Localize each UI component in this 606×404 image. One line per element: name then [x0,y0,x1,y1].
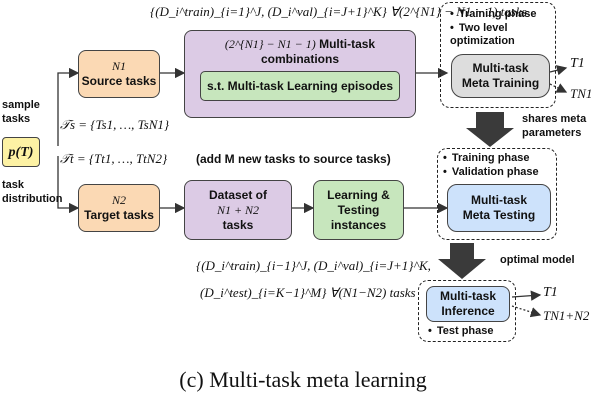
bottom-formula-line-1: {(D_i^train)_{i−1}^J, (D_i^val)_{i=J+1}^… [196,258,431,273]
big-arrow-shares [466,112,514,147]
meta-training-line-2: Meta Training [461,76,540,90]
learning-line-3: instances [330,217,387,232]
task-distribution-label: task distribution [2,179,63,205]
inference-line-1: Multi-task [439,289,496,303]
arrow-pt-to-source [57,67,80,146]
dataset-line-1: Dataset of [208,187,267,202]
meta-training-line-1: Multi-task [472,61,529,75]
arrow-train-out-2 [549,83,568,93]
source-task-set: 𝒯s = {Ts1, …, TsN1} [60,117,170,132]
inf-output-first: T1 [543,285,558,300]
testing-bullet-1: Training phase [443,152,530,164]
mtl-episodes-label: s.t. Multi-task Learning episodes [206,78,394,93]
testing-bullet-2: Validation phase [443,166,539,178]
inference-panel [418,280,516,342]
meta-testing-box: Multi-task Meta Testing [447,184,551,232]
add-tasks-note: (add M new tasks to source tasks) [196,152,391,166]
mtl-episodes-box: s.t. Multi-task Learning episodes [200,71,400,101]
source-label: Source tasks [81,74,157,88]
learning-line-1: Learning & [327,187,390,202]
arrow-train-out-1 [549,65,568,76]
combinations-label-1: Multi-task [319,37,376,51]
learning-testing-box: Learning & Testing instances [313,180,404,240]
big-arrow-optimal [438,243,486,279]
target-task-set: 𝒯t = {Tt1, …, TtN2} [60,151,168,166]
testing-panel [437,148,557,240]
meta-testing-line-1: Multi-task [470,193,527,207]
meta-testing-line-2: Meta Testing [462,208,536,222]
target-tasks-box: N2 Target tasks [78,184,160,232]
target-count: N2 [111,193,126,207]
dataset-line-2: N1 + N2 [216,202,260,217]
combinations-label-2: combinations [260,52,339,66]
sample-tasks-label: sample tasks [2,99,40,125]
target-label: Target tasks [84,208,154,222]
training-bullet-2: Two level optimization [450,22,550,48]
multi-task-combinations-box: (2^{N1} − N1 − 1) Multi-task combination… [184,30,416,118]
train-output-last: TN1 [570,86,593,101]
dataset-line-3: tasks [222,217,254,232]
figure-caption: (c) Multi-task meta learning [179,367,427,392]
inference-box: Multi-task Inference [426,286,510,322]
optimal-model-label: optimal model [500,254,575,266]
arrow-inf-out-1 [511,290,542,301]
inf-output-last: TN1+N2 [543,308,590,323]
training-panel [440,2,556,108]
source-tasks-box: N1 Source tasks [78,50,160,98]
learning-line-2: Testing [337,202,380,217]
dataset-box: Dataset of N1 + N2 tasks [184,180,292,240]
training-bullet-1: Training phase [450,8,537,20]
arrow-pt-to-target [57,156,80,214]
shares-meta-label: shares meta parameters [522,113,587,139]
p-t-label: p(T) [8,144,34,160]
p-t-node: p(T) [2,137,40,167]
inference-line-2: Inference [441,304,495,318]
bottom-formula-line-2: (D_i^test)_{i=K−1}^M} ∀(N1−N2) tasks [200,285,416,300]
combinations-expr: (2^{N1} − N1 − 1) [224,37,316,51]
train-output-first: T1 [570,56,585,71]
meta-training-box: Multi-task Meta Training [451,54,550,98]
inference-bullet: Test phase [428,325,494,337]
arrow-inf-out-2 [511,305,542,318]
top-formula: {(D_i^train)_{i=1}^J, (D_i^val)_{i=J+1}^… [150,4,527,19]
source-count: N1 [111,59,126,73]
